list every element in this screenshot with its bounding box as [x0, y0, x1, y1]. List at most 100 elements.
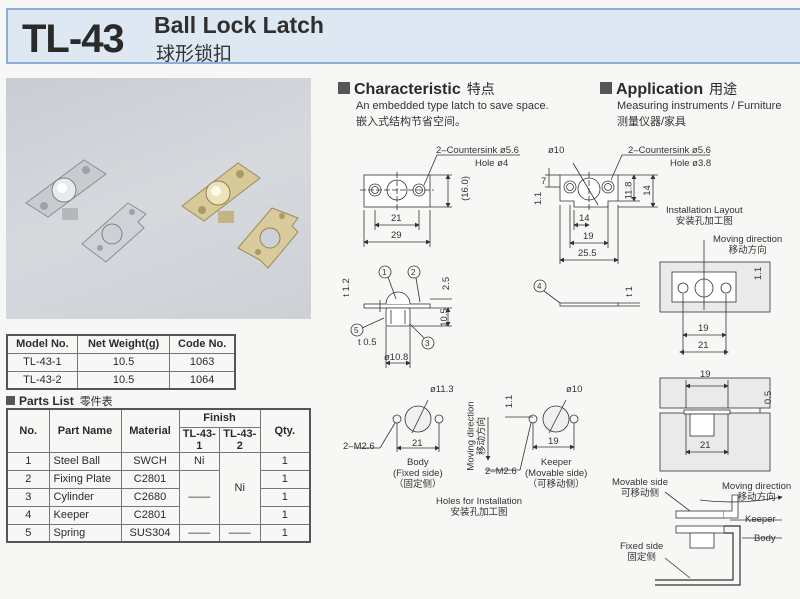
gold-latch-body	[181, 162, 261, 223]
cell-qty: 1	[259, 451, 311, 471]
cell-code: 1064	[169, 370, 236, 390]
dim-2-5: 2.5	[441, 276, 453, 291]
square-bullet-icon	[600, 82, 612, 94]
cell-material: SWCH	[120, 451, 180, 471]
dim-phi10-keeper: ø10	[548, 145, 565, 156]
square-bullet-icon	[338, 82, 350, 94]
callout-1: 1	[382, 268, 387, 277]
dim-11-8: 11.8	[623, 181, 635, 200]
cell-part-name: Cylinder	[48, 487, 122, 507]
body-fixed-side-label: Body (Fixed side) （固定侧）	[393, 457, 443, 490]
title-banner: TL-43 Ball Lock Latch 球形锁扣	[6, 8, 800, 65]
dim-t1: t 1	[623, 286, 635, 297]
spec-header-row: Model No. Net Weight(g) Code No.	[6, 334, 236, 354]
cell-finish-2: ——	[219, 523, 261, 543]
cell-no: 5	[6, 523, 50, 543]
fixed-side-cn: 固定侧	[627, 552, 656, 563]
cell-qty: 1	[259, 469, 311, 489]
silver-latch-body	[25, 159, 107, 220]
keeper-label-en: Keeper	[540, 457, 572, 468]
cell-finish-1: ——	[178, 469, 220, 525]
application-title-cn: 用途	[709, 81, 738, 97]
parts-row: 2 Fixing Plate C2801 —— 1	[6, 469, 311, 525]
dim-16: (16.0)	[459, 176, 471, 201]
cell-finish-1: ——	[178, 523, 220, 543]
dim-1-1-keeper: 1.1	[533, 191, 545, 206]
dim-0-5: 0.5	[763, 390, 775, 405]
characteristic-text-en: An embedded type latch to save space.	[356, 100, 549, 112]
moving-direction-cn: 移动方向	[728, 245, 767, 256]
product-title-cn: 球形锁扣	[156, 44, 233, 65]
parts-header-row: No. Part Name Material Finish Qty.	[6, 408, 311, 453]
cell-model: TL-43-2	[6, 370, 78, 390]
install-moving-direction: Moving direction 移动方向	[713, 234, 782, 256]
dim-14: 14	[579, 213, 590, 224]
characteristic-text: An embedded type latch to save space. 嵌入…	[356, 98, 549, 130]
dim-7: 7	[541, 176, 547, 187]
gold-keeper	[237, 207, 299, 269]
movable-side-cn: 可移动侧	[620, 488, 659, 499]
dim-m2-6-body: 2–M2.6	[343, 441, 375, 452]
dim-hole-keeper: Hole ø3.8	[670, 158, 712, 169]
section-moving-cn: 移动方向	[737, 492, 776, 503]
cell-material: C2801	[120, 469, 180, 489]
dim-10-5: 10.5	[438, 308, 450, 327]
cell-part-name: Steel Ball	[48, 451, 122, 471]
section-moving-direction: Moving direction 移动方向	[722, 481, 791, 503]
holes-caption: Holes for Installation 安装孔加工图	[436, 496, 522, 518]
keeper-label-sub: (Movable side)	[525, 468, 588, 479]
dim-hole-body: Hole ø4	[475, 158, 509, 169]
body-label: Body	[754, 533, 776, 544]
cell-code: 1063	[169, 352, 236, 372]
dim-29: 29	[391, 230, 402, 241]
dim-14-height: 14	[641, 185, 653, 196]
parts-row: 3 Cylinder C2680 1	[6, 487, 311, 507]
col-qty: Qty.	[259, 408, 311, 453]
dim-25-5: 25.5	[578, 248, 597, 259]
dim-phi11-3: ø11.3	[430, 384, 454, 395]
model-spec-table: Model No. Net Weight(g) Code No. TL-43-1…	[6, 334, 236, 390]
body-label-en: Body	[406, 457, 429, 468]
dim-21-install: 21	[698, 340, 709, 351]
moving-direction-en: Moving direction	[713, 234, 783, 245]
col-model-no: Model No.	[6, 334, 78, 354]
col-part-name: Part Name	[48, 408, 122, 453]
callout-4: 4	[537, 282, 542, 291]
cell-no: 2	[6, 469, 50, 489]
cell-finish-1: Ni	[178, 451, 220, 471]
cell-material: SUS304	[120, 523, 180, 543]
cell-weight: 10.5	[76, 352, 171, 372]
cell-model: TL-43-1	[6, 352, 78, 372]
callout-2: 2	[411, 268, 416, 277]
parts-list-title: Parts List	[19, 394, 74, 408]
spec-row: TL-43-1 10.5 1063	[6, 352, 236, 372]
cell-no: 4	[6, 505, 50, 525]
product-photo-illustration	[25, 159, 299, 269]
application-title: Application	[616, 81, 704, 98]
dim-19-holes: 19	[548, 436, 559, 447]
cell-material: C2801	[120, 505, 180, 525]
dim-21-body: 21	[391, 213, 402, 224]
application-heading: Application 用途	[600, 79, 737, 99]
col-no: No.	[6, 408, 50, 453]
cell-material: C2680	[120, 487, 180, 507]
movable-side-label: Movable side 可移动侧	[612, 477, 668, 499]
fixed-side-label: Fixed side 固定侧	[620, 541, 663, 563]
cell-no: 1	[6, 451, 50, 471]
col-finish: Finish	[178, 408, 261, 428]
dim-phi10-holes: ø10	[566, 384, 583, 395]
dim-phi10-8: ø10.8	[384, 352, 409, 363]
dim-19-install: 19	[698, 323, 709, 334]
cell-no: 3	[6, 487, 50, 507]
cell-weight: 10.5	[76, 370, 171, 390]
body-label-cn: （固定侧）	[394, 479, 442, 490]
col-finish-tl43-2: TL-43-2	[219, 426, 261, 453]
dim-t0-5: t 0.5	[358, 337, 377, 348]
holes-caption-en: Holes for Installation	[436, 496, 523, 507]
application-text: Measuring instruments / Furniture 测量仪器/家…	[617, 98, 781, 130]
keeper-label-cn: （可移动侧）	[527, 479, 585, 490]
parts-row: 5 Spring SUS304 —— —— 1	[6, 523, 311, 543]
movable-side-en: Movable side	[612, 477, 668, 488]
body-label-sub: (Fixed side)	[393, 468, 443, 479]
